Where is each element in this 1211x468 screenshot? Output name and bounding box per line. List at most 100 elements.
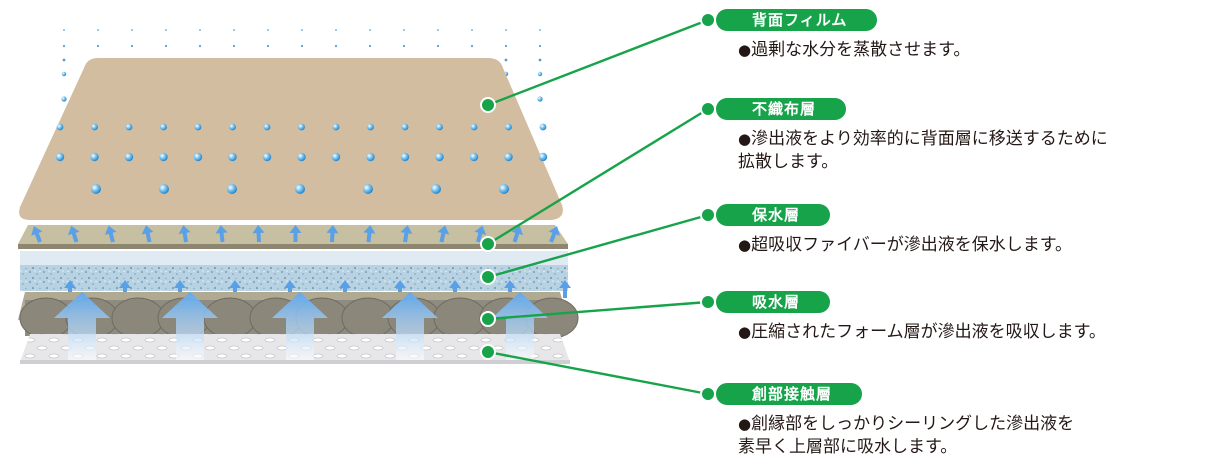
layer-label-back-film: 背面フィルム [716, 9, 878, 31]
film-droplet [90, 152, 99, 162]
film-droplet [332, 123, 340, 131]
absorption-arrow-icon [162, 292, 218, 360]
diffusion-arrow-icon [178, 225, 191, 243]
film-droplets [55, 123, 548, 194]
film-droplet [504, 152, 513, 162]
film-droplet [298, 123, 305, 131]
absorption-arrow-icon [382, 292, 438, 360]
vapor-droplet [504, 44, 508, 48]
layer-label-wound-contact: 創部接触層 [716, 383, 863, 405]
leader-dots [480, 12, 716, 402]
layer-description-nonwoven: ●滲出液をより効率的に背面層に移送するために 拡散します。 [738, 129, 1108, 172]
diffusion-arrow-icon [400, 225, 413, 243]
bullet-icon: ● [738, 130, 752, 148]
vapor-droplet [165, 29, 167, 31]
film-droplet [124, 152, 134, 162]
callout-back-film: 背面フィルム ●過剰な水分を蒸散させます。 [716, 9, 1208, 62]
leader-line-back-film [487, 18, 709, 107]
transfer-arrow-icon [229, 280, 241, 298]
film-droplet [331, 152, 341, 162]
film-droplet [229, 123, 236, 131]
diffusion-arrow-icon [326, 225, 339, 243]
vapor-droplet [505, 29, 507, 31]
film-droplet [469, 152, 479, 162]
vapor-droplet [130, 44, 134, 48]
vapor-droplet [538, 58, 542, 62]
wound-contact-layer-edge [20, 360, 570, 364]
vapor-droplet [198, 44, 202, 48]
absorption-arrow-icon [54, 292, 110, 360]
film-droplet [539, 123, 547, 131]
vapor-droplet [538, 44, 542, 48]
film-droplet [91, 184, 101, 194]
vapor-droplet [335, 29, 337, 31]
film-droplet [159, 184, 169, 194]
leader-line-retention [487, 213, 709, 279]
transfer-arrow-icon [339, 280, 351, 298]
foam-cell [111, 297, 165, 339]
diffusion-arrow-icon [474, 225, 487, 243]
transfer-arrow-icon [119, 280, 131, 298]
callout-wound-contact: 創部接触層 ●創縁部をしっかりシーリングした滲出液を 素早く上層部に吸水します。 [716, 383, 1208, 459]
layer-label-foam: 吸水層 [716, 291, 831, 313]
transfer-arrow-icon [394, 280, 406, 298]
absorption-arrow-icon [272, 292, 328, 360]
film-droplet [55, 152, 65, 162]
vapor-droplet [61, 96, 67, 102]
vapor-droplet [470, 44, 474, 48]
layer-label-retention: 保水層 [716, 204, 831, 226]
nonwoven-layer [18, 225, 568, 244]
film-droplet [505, 123, 512, 131]
callout-foam: 吸水層 ●圧縮されたフォーム層が滲出液を吸収します。 [716, 291, 1208, 344]
diffusion-arrow-icon [363, 225, 376, 243]
transfer-arrow-icon [64, 280, 76, 298]
film-droplet [366, 152, 375, 162]
film-droplet [363, 184, 373, 194]
vapor-droplet [62, 58, 66, 62]
transfer-arrow-icon [174, 280, 186, 298]
layer-label-nonwoven: 不織布層 [716, 98, 847, 120]
film-droplet [262, 152, 272, 162]
vapor-droplet [131, 29, 133, 31]
leader-line-nonwoven [487, 107, 709, 246]
film-droplet [400, 152, 410, 162]
layer-description-retention: ●超吸収ファイバーが滲出液を保水します。 [738, 235, 1073, 255]
diffusion-arrow-icon [437, 225, 450, 243]
transfer-arrow-icon [504, 280, 516, 298]
transfer-arrow-icon [284, 280, 296, 298]
transfer-arrow-icon [449, 280, 461, 298]
water-retention-layer-top [20, 251, 568, 265]
vapor-droplet [539, 29, 541, 31]
nonwoven-layer-edge [18, 244, 568, 249]
transfer-arrow-icon [559, 280, 571, 298]
film-droplet [263, 123, 271, 131]
bullet-icon: ● [738, 323, 752, 341]
film-droplet [160, 123, 167, 131]
film-droplet [56, 123, 64, 131]
absorption-arrow-icon [492, 292, 548, 360]
callout-retention: 保水層 ●超吸収ファイバーが滲出液を保水します。 [716, 204, 1208, 257]
film-droplet [538, 152, 548, 162]
nonwoven-arrows [31, 225, 560, 243]
film-droplet [436, 123, 443, 131]
retention-arrows [64, 280, 571, 298]
vapor-droplet [402, 44, 406, 48]
absorption-arrows [54, 292, 548, 360]
vapor-droplet [437, 29, 439, 31]
vapor-droplet [537, 71, 543, 77]
film-droplet [435, 152, 444, 162]
film-droplet [159, 152, 168, 162]
vapor-droplet [96, 44, 100, 48]
vapor-droplet [267, 29, 269, 31]
vapor-droplet [301, 29, 303, 31]
film-droplet [470, 123, 478, 131]
film-droplet [193, 152, 203, 162]
vapor-droplet [368, 44, 372, 48]
layer-description-foam: ●圧縮されたフォーム層が滲出液を吸収します。 [738, 322, 1106, 342]
vapor-droplet [97, 29, 99, 31]
vapor-droplet [266, 44, 270, 48]
film-droplet [367, 123, 374, 131]
vapor-droplet [436, 44, 440, 48]
vapor-droplet [232, 44, 236, 48]
